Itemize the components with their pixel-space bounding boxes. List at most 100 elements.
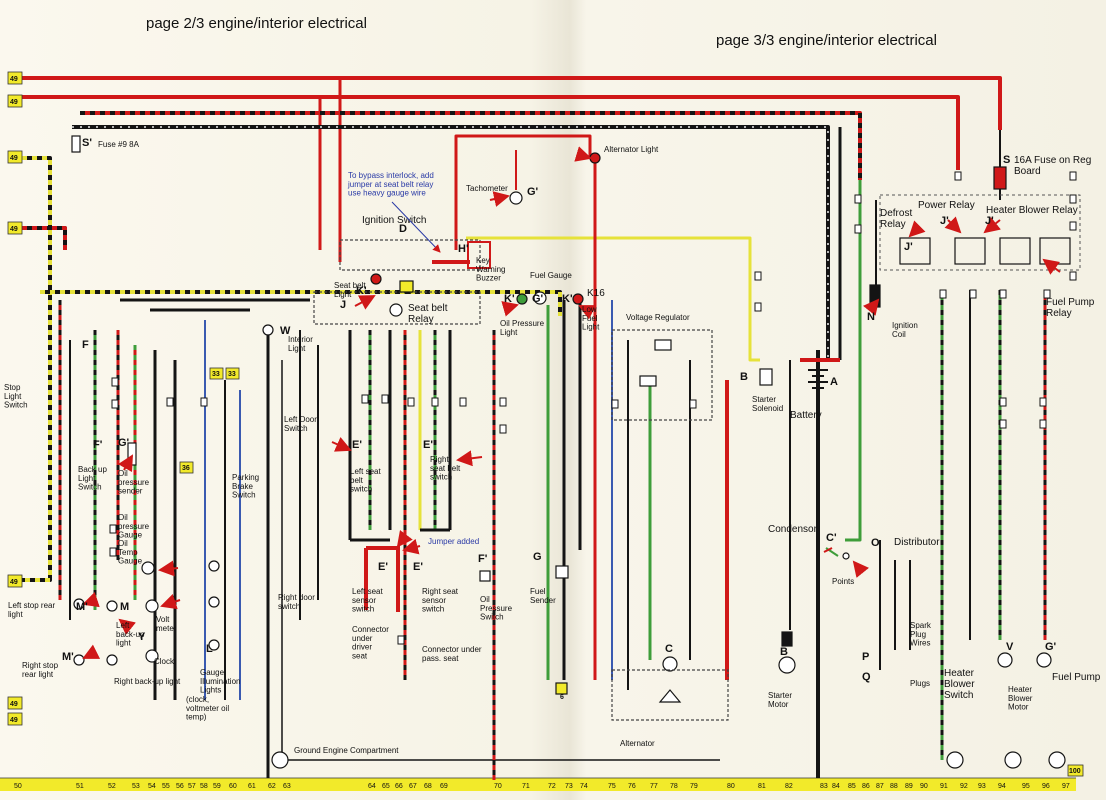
seat-belt-light-symbol	[370, 273, 382, 285]
tag-33-1	[225, 367, 240, 380]
ignition-switch-box	[339, 239, 481, 271]
bottom-number-95: 95	[1022, 783, 1030, 790]
label-s-prime: S'	[82, 137, 92, 149]
label-plugs: Plugs	[910, 679, 930, 688]
label-distributor: Distributor	[894, 537, 940, 548]
designator-j: J	[340, 299, 346, 311]
designator-k-prime-1: K'	[356, 285, 367, 297]
points-symbol	[842, 552, 850, 560]
designator-h-prime: H'	[458, 243, 469, 255]
label-alternator: Alternator	[620, 739, 655, 748]
left-backup-light-symbol	[106, 600, 118, 612]
bottom-number-74: 74	[580, 783, 588, 790]
designator-m-prime-2: M'	[62, 651, 74, 663]
oil-temp-gauge-symbol	[141, 561, 155, 575]
designator-m-prime-1: M'	[76, 601, 88, 613]
bottom-number-59: 59	[213, 783, 221, 790]
svg-text:49: 49	[10, 701, 18, 708]
starter-solenoid-symbol	[759, 368, 773, 386]
right-stop-rear-light-symbol	[73, 654, 85, 666]
bottom-number-66: 66	[395, 783, 403, 790]
tag-label-0: 33	[212, 371, 220, 378]
bottom-number-78: 78	[670, 783, 678, 790]
interior-light-symbol	[262, 324, 274, 336]
label-k16: K16	[587, 288, 605, 299]
bottom-number-77: 77	[650, 783, 658, 790]
label-condensor: Condensor	[768, 524, 818, 535]
low-fuel-light-symbol	[572, 293, 584, 305]
bottom-number-80: 80	[727, 783, 735, 790]
bottom-number-62: 62	[268, 783, 276, 790]
designator-w: W	[280, 325, 291, 337]
bottom-number-53: 53	[132, 783, 140, 790]
bottom-number-58: 58	[200, 783, 208, 790]
tag-33-0	[209, 367, 224, 380]
wire-30-red-2	[20, 95, 960, 170]
svg-text:49: 49	[10, 99, 18, 106]
designator-k-prime-3: K'	[562, 293, 573, 305]
bottom-number-84: 84	[832, 783, 840, 790]
bottom-number-79: 79	[690, 783, 698, 790]
key-warning-buzzer-symbol	[467, 241, 491, 269]
designator-g: G	[533, 551, 542, 563]
designator-c: C	[665, 643, 673, 655]
bottom-number-56: 56	[176, 783, 184, 790]
label-points: Points	[832, 577, 854, 586]
designator-p: P	[862, 651, 869, 663]
bottom-number-86: 86	[862, 783, 870, 790]
bottom-number-69: 69	[440, 783, 448, 790]
designator-n: N	[867, 311, 875, 323]
tachometer-symbol	[509, 191, 523, 205]
label-alternator-light: Alternator Light	[604, 145, 659, 154]
arrow-tachometer	[489, 191, 510, 207]
alternator-light-symbol	[589, 152, 601, 164]
designator-f-prime: F'	[93, 439, 103, 451]
bottom-number-63: 63	[283, 783, 291, 790]
bottom-number-90: 90	[920, 783, 928, 790]
svg-text:49: 49	[10, 226, 18, 233]
label-ignition-switch: Ignition Switch	[362, 215, 426, 226]
title-page-2: page 2/3 engine/interior electrical	[146, 15, 367, 32]
ground-bus-31	[0, 778, 1076, 791]
bottom-number-73: 73	[565, 783, 573, 790]
designator-o: O	[871, 537, 880, 549]
annotation-jumper-added: Jumper added	[428, 537, 479, 546]
designator-b-1: B	[740, 371, 748, 383]
tag-label-3: 36	[182, 465, 190, 472]
tag-label-1: 33	[228, 371, 236, 378]
designator-layer: F F' G' W D K' J H' G' K' G' K' E' E' E'…	[62, 154, 1057, 683]
designator-c-prime: C'	[826, 532, 837, 544]
designator-f: F	[82, 339, 89, 351]
fuel-gauge-symbol	[533, 291, 547, 305]
battery-symbol	[808, 369, 828, 389]
designator-j-prime-2: J'	[940, 215, 949, 227]
label-fuel-pump: Fuel Pump	[1052, 672, 1101, 683]
volt-meter-symbol	[145, 599, 159, 613]
designator-j-prime-3: J'	[985, 215, 994, 227]
voltage-regulator-box	[611, 329, 713, 421]
tag-49-7: 49	[7, 712, 23, 726]
label-right-backup-light: Right back-up light	[114, 677, 181, 686]
bottom-number-50: 50	[14, 783, 22, 790]
